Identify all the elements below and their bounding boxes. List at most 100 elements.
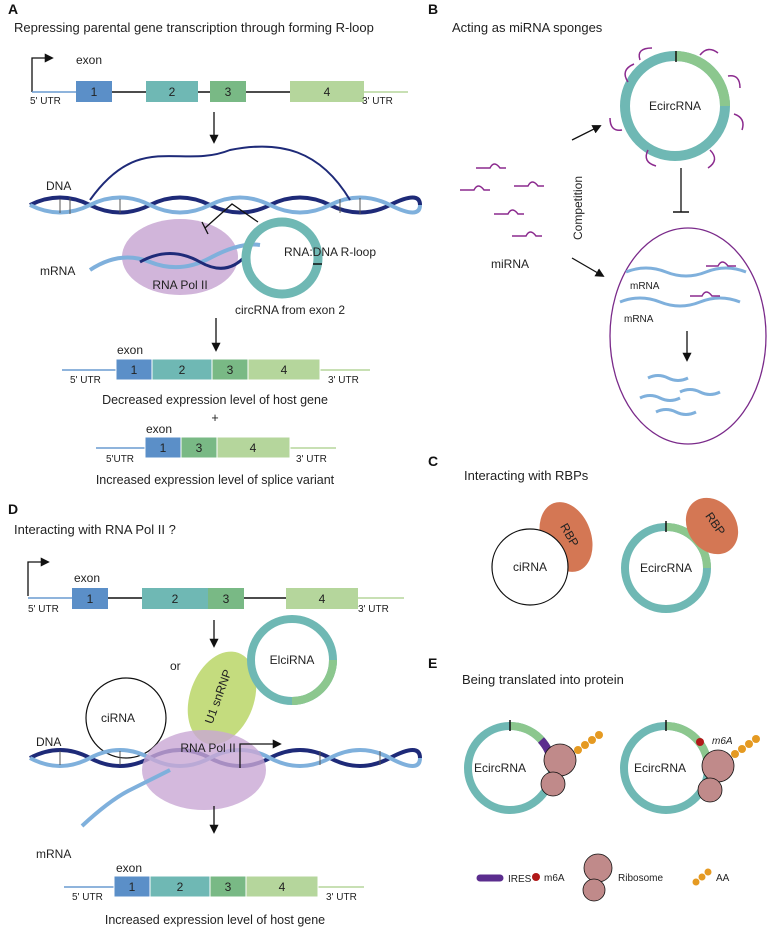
amino-acid-chain (731, 735, 760, 758)
caption-decreased: Decreased expression level of host gene (102, 393, 328, 407)
panel-e: E Being translated into protein EcircRNA… (428, 655, 760, 902)
legend-ires-label: IRES (508, 874, 532, 885)
transcription-arrow-icon (239, 739, 282, 768)
mrna-label-2: mRNA (624, 314, 654, 325)
rna-pol-ii-blob (122, 219, 238, 295)
rna-pol-ii-label: RNA Pol II (180, 741, 235, 755)
panel-b-title: Acting as miRNA sponges (452, 20, 603, 35)
arrow-to-mrna-icon (571, 257, 605, 277)
aa-legend-swatch (692, 868, 712, 886)
ecircrna-label: EcircRNA (634, 761, 686, 775)
tss-arrow-icon (27, 557, 50, 596)
exon-label: exon (146, 422, 172, 436)
ecircrna-label: EcircRNA (474, 761, 526, 775)
free-mirna-group (460, 163, 544, 237)
cell-oval (609, 227, 767, 445)
mrna-strand (80, 768, 171, 828)
panel-c-title: Interacting with RBPs (464, 468, 589, 483)
utr3-label: 3' UTR (296, 454, 327, 465)
exon-4-box (216, 436, 291, 459)
plus-sign: + (211, 411, 218, 425)
mrna-strand (625, 266, 747, 278)
bound-mirna-group (609, 47, 744, 169)
mrna-label: mRNA (40, 264, 75, 278)
cirna-circle (491, 528, 569, 606)
panel-d-letter: D (8, 501, 18, 517)
utr3-label: 3' UTR (362, 96, 393, 107)
ribosome-small-subunit (701, 749, 735, 783)
utr5-label: 5' UTR (70, 375, 101, 386)
utr5-label: 5'UTR (106, 454, 134, 465)
exon-label: exon (116, 861, 142, 875)
panel-a-letter: A (8, 1, 18, 17)
exon-4-number: 4 (279, 880, 286, 894)
panel-e-title: Being translated into protein (462, 672, 624, 687)
exon-3-number: 3 (196, 441, 203, 455)
panel-d-title: Interacting with RNA Pol II ? (14, 522, 176, 537)
u1-snrnp-blob (187, 651, 257, 745)
exon-3-number: 3 (225, 880, 232, 894)
cirna-label: ciRNA (513, 560, 547, 574)
panel-a-mrna-row: exon 1 2 3 4 5' UTR 3' UTR (62, 343, 370, 386)
ecircrna-label: EcircRNA (649, 99, 701, 113)
exon-2-number: 2 (172, 592, 179, 606)
exon-label: exon (117, 343, 143, 357)
caption-increased-splice: Increased expression level of splice var… (96, 473, 335, 487)
exon-3-number: 3 (225, 85, 232, 99)
utr5-label: 5' UTR (30, 96, 61, 107)
exon-1-number: 1 (91, 85, 98, 99)
rbp-blob (685, 497, 739, 555)
dna-helix-a (29, 145, 422, 215)
arrow-to-sponge-icon (571, 125, 602, 141)
exon-label: exon (76, 53, 102, 67)
exon-1-number: 1 (87, 592, 94, 606)
panel-a-title: Repressing parental gene transcription t… (14, 20, 374, 35)
utr3-label: 3' UTR (358, 604, 389, 615)
rna-pol-ii-label: RNA Pol II (152, 278, 207, 292)
panel-e-letter: E (428, 655, 437, 671)
mrna-strand (88, 242, 261, 272)
exon-2-box (142, 588, 208, 609)
exon-3-number: 3 (227, 363, 234, 377)
m6a-legend-swatch (532, 873, 540, 881)
or-label: or (170, 659, 181, 673)
panel-a-splice-row: exon 1 3 4 5'UTR 3' UTR (96, 422, 336, 465)
exon-1-number: 1 (129, 880, 136, 894)
amino-acid-chain (574, 731, 603, 754)
exon-3-number: 3 (223, 592, 230, 606)
tss-arrow-icon (31, 53, 54, 92)
exon-4-box (247, 358, 321, 381)
exon-2-number: 2 (177, 880, 184, 894)
panel-b: B Acting as miRNA sponges EcircRNA miRN (428, 1, 767, 445)
utr3-label: 3' UTR (326, 892, 357, 903)
panel-a-gene-row: exon 1 2 3 4 5' UTR 3' UTR (30, 53, 408, 107)
cirna-circle (85, 677, 167, 759)
competition-label: Competition (571, 176, 585, 240)
ribosome-large-subunit (697, 777, 723, 803)
mrna-strand (619, 296, 741, 308)
m6a-tag-label: m6A (712, 736, 733, 747)
m6a-dot (696, 738, 704, 746)
exon-4-number: 4 (281, 363, 288, 377)
exon-1-number: 1 (131, 363, 138, 377)
rna-pol-ii-blob (142, 730, 266, 810)
mirna-label: miRNA (491, 257, 529, 271)
mrna-label-1: mRNA (630, 281, 660, 292)
legend-m6a-label: m6A (544, 873, 565, 884)
exon-3-box (210, 81, 246, 102)
r-loop-circrna (241, 217, 323, 299)
exon-4-box (290, 81, 364, 102)
exon-1-number: 1 (160, 441, 167, 455)
panel-d-mrna-row: exon 1 2 3 4 5' UTR 3' UTR (64, 861, 364, 903)
utr5-label: 5' UTR (28, 604, 59, 615)
cirna-label: ciRNA (101, 711, 135, 725)
exon-1-box (76, 81, 112, 102)
legend-aa-label: AA (716, 873, 730, 884)
exon-2-number: 2 (169, 85, 176, 99)
exon-4-box (286, 588, 358, 609)
exon-2-box (146, 81, 198, 102)
panel-e-legend: IRES m6A Ribosome AA (476, 853, 730, 902)
caption-increased-host: Increased expression level of host gene (105, 913, 325, 927)
panel-d: D Interacting with RNA Pol II ? exon 1 2… (8, 501, 422, 927)
